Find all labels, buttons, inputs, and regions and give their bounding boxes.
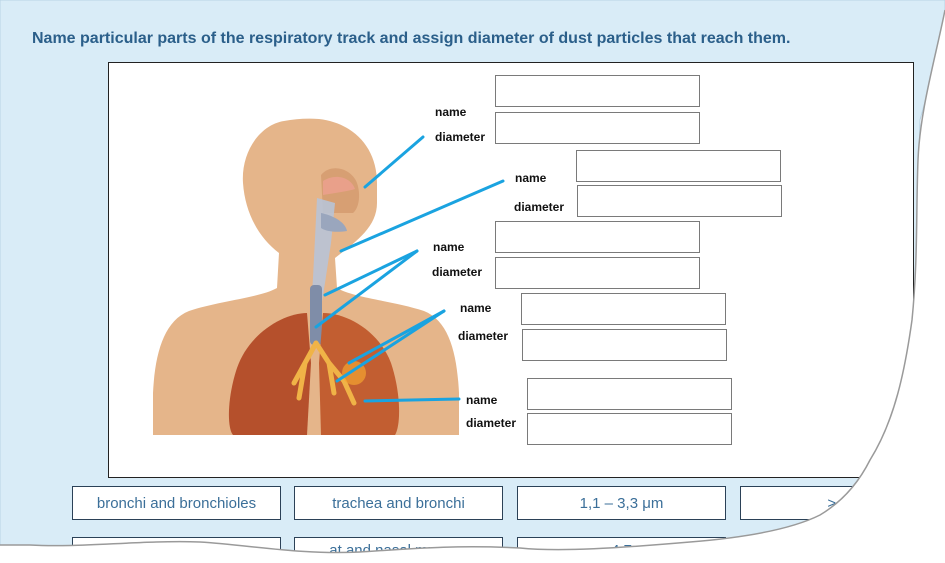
diameter-label-2: diameter [514, 200, 564, 214]
option-chip[interactable]: bronchi and bronchioles [72, 486, 281, 520]
option-chip[interactable]: trachea and bronchi [294, 486, 503, 520]
diameter-label-5: diameter [466, 416, 516, 430]
diameter-label-1: diameter [435, 130, 485, 144]
option-chip[interactable]: at and nasal mucosa [294, 537, 503, 563]
name-label-2: name [515, 171, 546, 185]
trachea [310, 285, 322, 345]
name-field-5[interactable] [527, 378, 732, 410]
name-label-5: name [466, 393, 497, 407]
diameter-field-2[interactable] [577, 185, 782, 217]
name-label-1: name [435, 105, 466, 119]
diameter-label-4: diameter [458, 329, 508, 343]
diameter-label-3: diameter [432, 265, 482, 279]
diameter-field-5[interactable] [527, 413, 732, 445]
name-label-4: name [460, 301, 491, 315]
name-label-3: name [433, 240, 464, 254]
option-chip[interactable]: > 10 [740, 486, 866, 520]
option-chip[interactable]: 4,7 [517, 537, 726, 563]
diameter-field-4[interactable] [522, 329, 727, 361]
option-chip[interactable]: 1,1 – 3,3 μm [517, 486, 726, 520]
respiratory-figure: name diameter name diameter name diamete… [108, 62, 914, 478]
name-field-1[interactable] [495, 75, 700, 107]
name-field-4[interactable] [521, 293, 726, 325]
instruction-title: Name particular parts of the respiratory… [32, 30, 937, 48]
name-field-3[interactable] [495, 221, 700, 253]
diameter-field-1[interactable] [495, 112, 700, 144]
name-field-2[interactable] [576, 150, 781, 182]
option-chip[interactable]: lar [72, 537, 281, 563]
diameter-field-3[interactable] [495, 257, 700, 289]
